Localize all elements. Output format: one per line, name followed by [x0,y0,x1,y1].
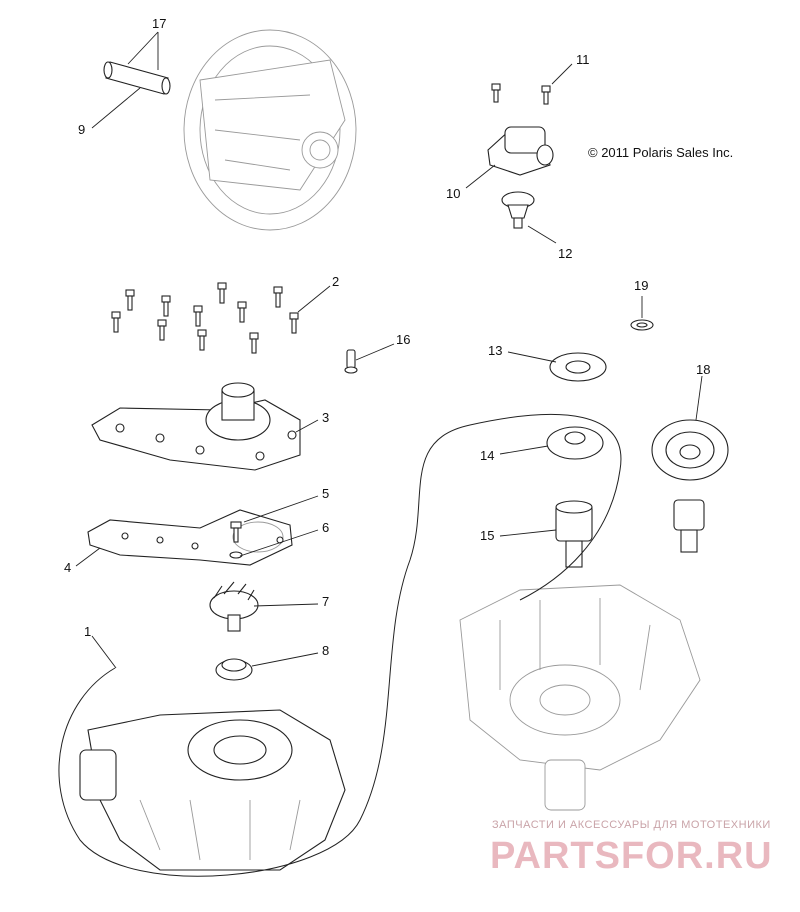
seal-part [215,658,253,681]
callout-5: 5 [322,486,329,501]
hose-fitting-part [344,349,358,374]
watermark-brand: PARTSFOR.RU [490,835,773,877]
callout-7: 7 [322,594,329,609]
dowel-pin-part [103,61,171,95]
callout-labels: 17 9 11 10 12 2 16 3 5 6 4 7 8 1 13 14 1… [64,16,710,658]
watermark-tagline: ЗАПЧАСТИ И АКСЕССУАРЫ ДЛЯ МОТОТЕХНИКИ [492,819,771,831]
callout-14: 14 [480,448,494,463]
gasket-part [87,509,293,566]
thermostat-part [501,191,535,229]
water-pump-cover-part [91,382,301,471]
copyright-notice: © 2011 Polaris Sales Inc. [588,145,733,160]
callout-18: 18 [696,362,710,377]
screw-part [230,521,242,543]
callout-11: 11 [576,52,590,67]
callout-13: 13 [488,343,502,358]
callout-19: 19 [634,278,648,293]
callout-9: 9 [78,122,85,137]
lower-case-part [79,709,346,871]
drive-shaft-part [555,500,593,568]
washer-part [229,551,243,559]
callout-4: 4 [64,560,71,575]
drive-plate-part [546,426,604,460]
callout-15: 15 [480,528,494,543]
callout-1: 1 [84,624,91,639]
callout-8: 8 [322,643,329,658]
callout-12: 12 [558,246,572,261]
callout-2: 2 [332,274,339,289]
callout-6: 6 [322,520,329,535]
assembly-outline-loop [58,413,622,877]
o-ring-washer-part [630,319,654,331]
ring-gear-part [651,419,729,553]
bolt-set-part [111,282,299,354]
callout-16: 16 [396,332,410,347]
callout-10: 10 [446,186,460,201]
callout-3: 3 [322,410,329,425]
thermostat-housing-part [487,126,554,176]
impeller-part [209,581,259,632]
upper-case-reference [459,584,701,811]
lock-plate-part [549,352,607,382]
watermark: ЗАПЧАСТИ И АКСЕССУАРЫ ДЛЯ МОТОТЕХНИКИ PA… [490,819,773,877]
engine-case-reference [183,29,357,231]
leader-lines [75,31,703,669]
bolt-small-part [491,83,551,105]
callout-17: 17 [152,16,166,31]
